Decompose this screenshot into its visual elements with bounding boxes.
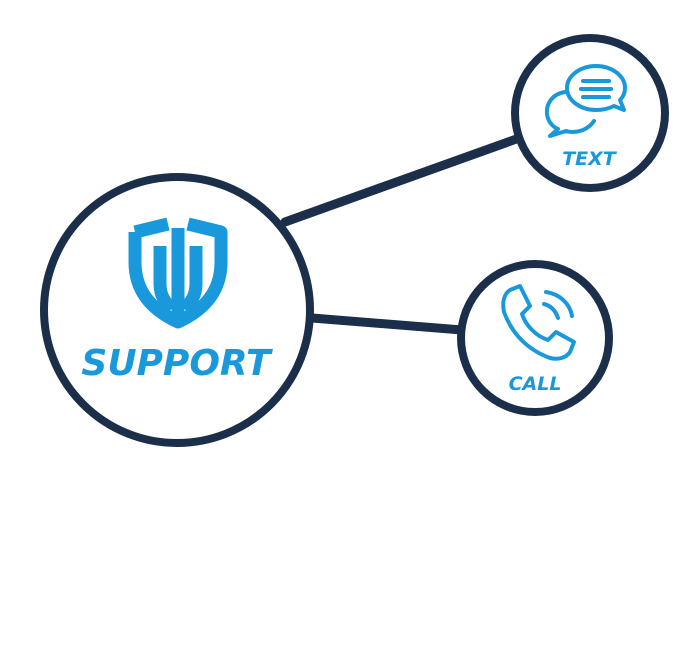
call-label: CALL <box>509 373 562 395</box>
support-label: SUPPORT <box>81 343 273 384</box>
call-circle <box>457 260 613 416</box>
text-label: TEXT <box>562 148 618 170</box>
phone-call-icon <box>501 284 576 361</box>
call-channel-node: CALL <box>457 260 613 416</box>
support-node: SUPPORT <box>40 173 314 447</box>
connector-support-text <box>280 132 527 227</box>
text-circle <box>511 34 669 192</box>
text-channel-node: TEXT <box>511 34 669 192</box>
connector-support-call <box>307 313 467 335</box>
chat-bubbles-icon <box>544 64 627 138</box>
shield-logo-icon <box>128 217 228 329</box>
